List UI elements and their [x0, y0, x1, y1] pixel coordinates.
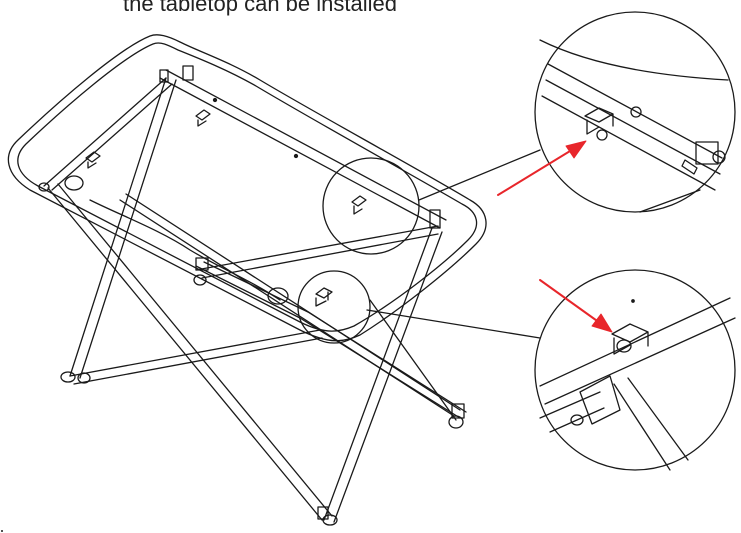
detail-rail: [541, 63, 723, 191]
detail-upper: [534, 11, 736, 213]
mounting-brackets: [85, 109, 367, 307]
leg-front-long: [119, 193, 461, 417]
red-arrows: [497, 140, 613, 333]
tabletop: [7, 34, 487, 342]
foot-bottom-left: [60, 371, 76, 383]
leg-right: [323, 227, 443, 523]
foot-bottom-center: [322, 514, 338, 526]
leader-line-upper: [418, 149, 541, 201]
center-brace: [195, 261, 309, 319]
detail-circle-upper: [534, 11, 736, 213]
bracket-detail-lower: [611, 323, 649, 355]
detail-diagonal: [613, 377, 689, 471]
callout-circle-lower: [297, 270, 371, 344]
foot-middle-left: [193, 274, 207, 286]
caption: the tabletop can be installed: [123, 0, 397, 16]
lower-crossbar: [69, 329, 323, 385]
arrow-lower-head: [591, 313, 613, 333]
bracket-icon: [195, 109, 211, 127]
back-crossbar: [159, 69, 447, 229]
left-crossbar: [43, 77, 173, 191]
foot-top-left: [38, 182, 50, 192]
callout-circle-upper: [322, 157, 420, 255]
grommet-hole-left: [64, 175, 84, 191]
center-rail: [299, 311, 467, 419]
rail-end-cap: [182, 65, 194, 81]
detail-lower: [534, 269, 736, 471]
detail-main-rail: [539, 297, 736, 405]
arrow-upper: [497, 147, 576, 196]
detail-circle-lower: [534, 269, 736, 471]
arrow-lower: [539, 279, 601, 324]
leg-left-long: [47, 183, 333, 521]
x-frame: [38, 65, 467, 526]
tabletop-edge-contour: [89, 199, 281, 301]
detail-rail-end: [579, 375, 621, 425]
brace-right: [195, 225, 439, 279]
arrow-upper-head: [565, 140, 587, 159]
foot-bottom-right: [448, 415, 464, 429]
leg-back: [69, 77, 177, 379]
rail-hole: [630, 106, 642, 118]
leader-line-lower: [366, 309, 541, 339]
bracket-detail-upper: [584, 107, 614, 135]
